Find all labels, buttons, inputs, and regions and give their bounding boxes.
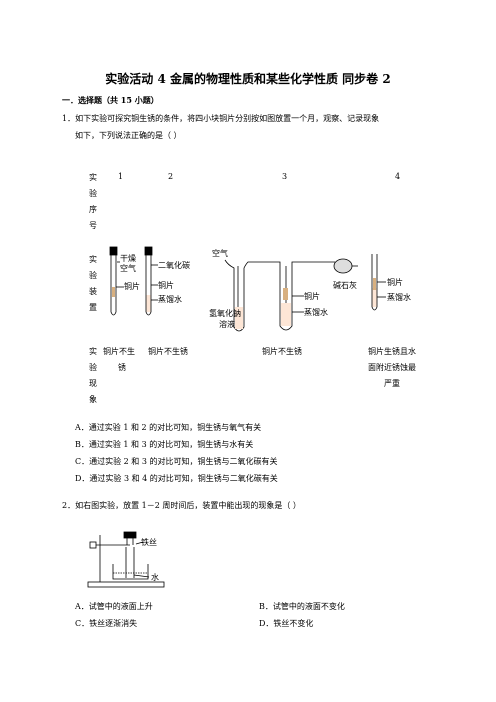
q2-option-d[interactable]: D．铁丝不变化 <box>259 619 314 628</box>
section-heading: 一．选择题（共 15 小题） <box>62 95 159 105</box>
label-water-4: 蒸馏水 <box>387 292 411 302</box>
q2-apparatus <box>87 531 165 588</box>
q2-stem: 2．如右图实验，放置 1－2 周时间后，装置中能出现的现象是（ ） <box>62 501 301 510</box>
row-label-char: 验 <box>89 271 97 280</box>
phenomenon-3: 铜片不生锈 <box>262 347 302 356</box>
row-label-char: 象 <box>89 395 97 404</box>
tube-4 <box>371 254 386 311</box>
label-air-3: 空气 <box>212 248 228 258</box>
experiment-number-1: 1 <box>118 172 124 181</box>
experiment-number-2: 2 <box>168 172 174 181</box>
q2-option-c[interactable]: C．铁丝逐渐消失 <box>75 619 138 628</box>
row-label-sequence: 实 验 序 号 <box>89 172 97 236</box>
label-copper-2: 铜片 <box>158 280 174 290</box>
row-label-char: 现 <box>89 379 97 388</box>
experiment-number-3: 3 <box>282 172 288 181</box>
label-copper-4: 铜片 <box>387 277 403 287</box>
tube-1 <box>109 246 124 316</box>
row-label-char: 置 <box>89 303 97 312</box>
label-soda-lime: 碱石灰 <box>333 280 357 290</box>
label-copper-3: 铜片 <box>304 291 320 301</box>
label-dry: 干燥 <box>120 254 136 263</box>
phenomenon-4-line3: 严重 <box>384 379 400 388</box>
row-label-char: 序 <box>89 205 97 214</box>
row-label-setup: 实 验 装 置 <box>89 254 97 318</box>
q2-option-a[interactable]: A．试管中的液面上升 <box>75 602 153 611</box>
phenomenon-2: 铜片不生锈 <box>148 347 188 356</box>
q1-option-b[interactable]: B．通过实验 1 和 3 的对比可知，铜生锈与水有关 <box>75 440 254 449</box>
row-label-char: 验 <box>89 189 97 198</box>
label-air: 空气 <box>120 263 136 273</box>
row-label-char: 实 <box>89 347 97 356</box>
label-water-3: 蒸馏水 <box>304 307 328 317</box>
label-water-2: 蒸馏水 <box>158 294 182 304</box>
phenomenon-4-line1: 铜片生锈且水 <box>368 347 416 356</box>
row-label-phenomenon: 实 验 现 象 <box>89 346 97 410</box>
label-co2: 二氧化碳 <box>158 260 190 270</box>
q1-option-a[interactable]: A．通过实验 1 和 2 的对比可知，铜生锈与氧气有关 <box>75 423 262 432</box>
q1-option-d[interactable]: D．通过实验 3 和 4 的对比可知，铜生锈与二氧化碳有关 <box>75 474 278 483</box>
row-label-char: 实 <box>89 173 97 182</box>
page-title: 实验活动 4 金属的物理性质和某些化学性质 同步卷 2 <box>105 72 391 86</box>
q1-option-c[interactable]: C．通过实验 2 和 3 的对比可知，铜生锈与二氧化碳有关 <box>75 457 278 466</box>
q1-stem-line2: 如下，下列说法正确的是（ ） <box>75 131 182 140</box>
row-label-char: 装 <box>89 287 97 296</box>
row-label-char: 验 <box>89 363 97 372</box>
label-water-q2: 水 <box>151 572 159 582</box>
phenomenon-1-line1: 铜片不生 <box>103 347 135 356</box>
experiment-number-4: 4 <box>395 172 401 181</box>
label-iron-wire: 铁丝 <box>141 537 157 547</box>
phenomenon-1-line2: 锈 <box>118 363 126 372</box>
label-copper-1: 铜片 <box>124 281 140 291</box>
apparatus-3 <box>224 258 358 332</box>
phenomenon-4-line2: 面附近锈蚀最 <box>368 363 416 372</box>
label-naoh: 氢氧化钠 <box>209 308 241 318</box>
row-label-char: 号 <box>89 221 97 230</box>
tube-2 <box>144 246 158 316</box>
q1-stem-line1: 1．如下实验可探究铜生锈的条件，将四小块铜片分别按如图放置一个月，观察、记录现象 <box>62 114 380 123</box>
label-solution: 溶液 <box>219 319 235 329</box>
row-label-char: 实 <box>89 255 97 264</box>
q2-option-b[interactable]: B．试管中的液面不变化 <box>259 602 345 611</box>
